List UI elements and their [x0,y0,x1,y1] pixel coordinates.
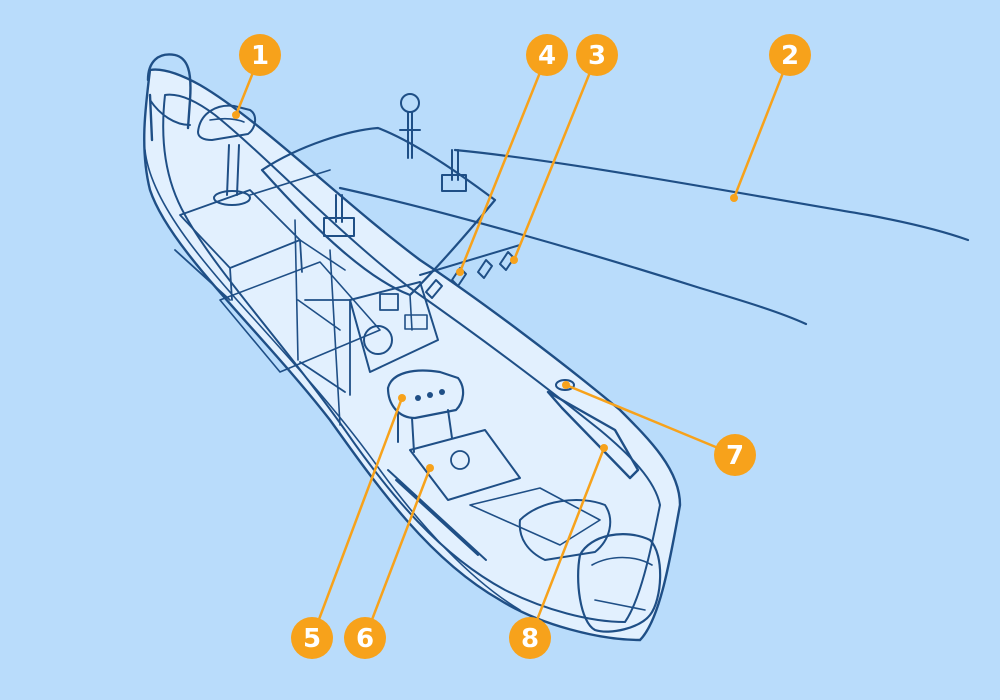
callout-number-4: 4 [538,41,556,71]
center-console-boat [143,53,970,642]
port-coaming-rail [387,469,487,561]
callout-circle-1 [239,34,281,76]
callout-number-5: 5 [303,624,321,654]
fish-box-hatch [409,429,521,501]
bow-rail [146,53,192,142]
center-console [299,281,439,396]
hull-chine [144,149,521,611]
callout-circle-2 [769,34,811,76]
callout-circle-7 [714,434,756,476]
callout-number-7: 7 [726,441,744,471]
callout-badge-1: 1 [239,34,281,76]
outriggers [323,148,970,326]
gunwale-rod-holder [555,379,575,391]
callout-anchor-4 [456,268,464,276]
callout-badge-8: 8 [509,617,551,659]
callout-number-1: 1 [251,41,269,71]
t-top-canopy [260,126,497,297]
callout-number-2: 2 [781,41,799,71]
callout-circle-8 [509,617,551,659]
gunwale-inner [162,93,661,623]
transom-seat [518,499,612,561]
callout-anchor-1 [232,111,240,119]
outboard-engine [577,533,662,633]
callout-badge-7: 7 [714,434,756,476]
callout-leader-2 [732,54,792,199]
callout-leader-4 [458,54,549,273]
callout-leader-6 [363,467,432,639]
callout-anchor-2 [730,194,738,202]
callout-circle-3 [576,34,618,76]
callout-leader-8 [528,447,606,639]
callout-number-8: 8 [521,624,539,654]
gunwale-rod-holder-rail [546,390,640,480]
callout-badge-2: 2 [769,34,811,76]
bow-rail-base [149,99,191,126]
callout-leader-3 [512,54,599,261]
callout-anchor-5 [398,394,406,402]
navigation-light-mast [399,93,421,159]
callout-anchor-3 [510,256,518,264]
callout-circle-6 [344,617,386,659]
callout-badge-6: 6 [344,617,386,659]
anchor-windlass [197,104,256,206]
callout-leader-5 [310,397,404,639]
cockpit-floor [469,487,601,546]
callout-anchor-8 [600,444,608,452]
t-top-frame [294,219,413,426]
callouts: 1 2 3 4 5 6 7 8 [239,34,811,659]
callout-anchor-6 [426,464,434,472]
callout-number-6: 6 [356,624,374,654]
callout-anchor-7 [562,381,570,389]
callout-circle-5 [291,617,333,659]
callout-number-3: 3 [588,41,606,71]
callout-circle-4 [526,34,568,76]
callout-badge-3: 3 [576,34,618,76]
callout-leader-7 [565,383,736,457]
callout-badge-5: 5 [291,617,333,659]
callout-badge-4: 4 [526,34,568,76]
side-deck-panel [219,169,381,373]
